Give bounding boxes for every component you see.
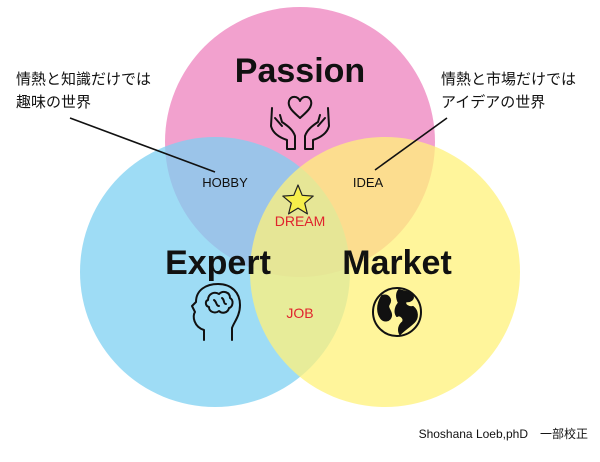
left-note-line1: 情熱と知識だけでは bbox=[16, 70, 151, 88]
right-callout-line bbox=[374, 117, 448, 171]
left-note-line2: 趣味の世界 bbox=[16, 93, 91, 111]
dream-label: DREAM bbox=[275, 213, 326, 229]
market-label: Market bbox=[342, 244, 452, 282]
hobby-label: HOBBY bbox=[202, 175, 248, 190]
head-brain-icon bbox=[191, 283, 241, 341]
right-note-line1: 情熱と市場だけでは bbox=[441, 70, 576, 88]
credit-text: Shoshana Loeb,phD 一部校正 bbox=[419, 426, 588, 441]
star-icon bbox=[282, 184, 314, 215]
right-note-line2: アイデアの世界 bbox=[441, 93, 545, 111]
left-callout-line bbox=[69, 117, 216, 173]
passion-label: Passion bbox=[235, 52, 365, 90]
idea-label: IDEA bbox=[353, 175, 384, 190]
globe-icon bbox=[372, 287, 422, 337]
expert-label: Expert bbox=[165, 244, 271, 282]
hands-heart-icon bbox=[270, 95, 330, 150]
job-label: JOB bbox=[286, 305, 313, 321]
market-circle bbox=[250, 137, 520, 407]
